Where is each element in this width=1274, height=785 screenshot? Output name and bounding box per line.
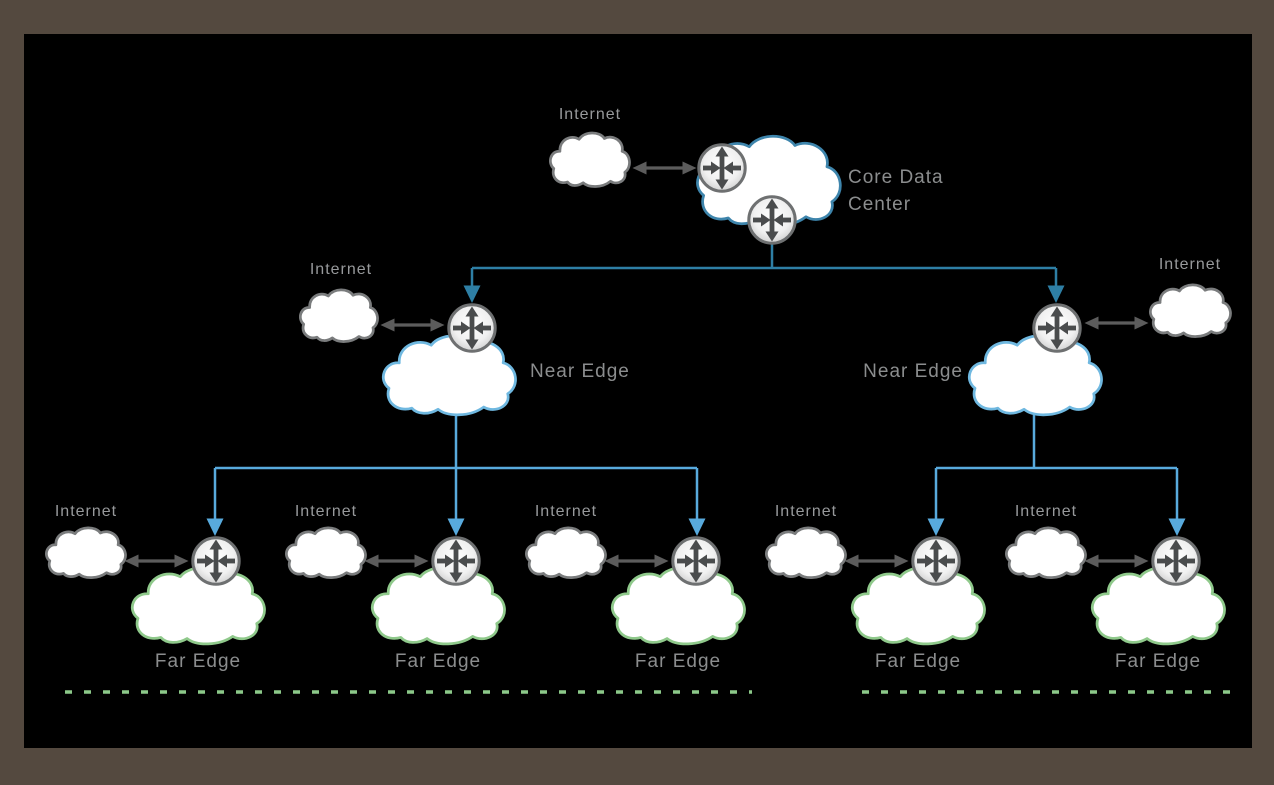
internet-cloud-icon xyxy=(525,526,607,579)
core-label-line2: Center xyxy=(848,194,912,215)
internet-label: Internet xyxy=(558,106,622,123)
down-arrow-icon xyxy=(927,518,945,536)
near-edge-label: Near Edge xyxy=(863,361,963,382)
far-edge-label: Far Edge xyxy=(634,651,722,672)
core-label-line1: Core Data xyxy=(848,167,944,188)
bidirectional-arrow-icon xyxy=(631,158,698,178)
internet-label: Internet xyxy=(54,503,118,520)
internet-cloud-icon xyxy=(299,288,379,343)
internet-label: Internet xyxy=(774,503,838,520)
far-edge-label: Far Edge xyxy=(394,651,482,672)
router-icon xyxy=(696,142,748,194)
down-arrow-icon xyxy=(447,518,465,536)
bidirectional-arrow-icon xyxy=(363,551,430,571)
router-icon xyxy=(1031,302,1083,354)
internet-label: Internet xyxy=(309,261,373,278)
internet-cloud-icon xyxy=(765,526,847,579)
router-icon xyxy=(446,302,498,354)
far-edge-label: Far Edge xyxy=(1114,651,1202,672)
internet-label: Internet xyxy=(1158,256,1222,273)
internet-cloud-icon xyxy=(285,526,367,579)
internet-label: Internet xyxy=(1014,503,1078,520)
router-icon xyxy=(670,535,722,587)
internet-label: Internet xyxy=(534,503,598,520)
near-edge-label: Near Edge xyxy=(530,361,630,382)
down-arrow-icon xyxy=(1047,285,1065,303)
down-arrow-icon xyxy=(688,518,706,536)
internet-cloud-icon xyxy=(549,131,631,188)
down-arrow-icon xyxy=(206,518,224,536)
router-icon xyxy=(746,194,798,246)
bidirectional-arrow-icon xyxy=(843,551,910,571)
internet-label: Internet xyxy=(294,503,358,520)
bidirectional-arrow-icon xyxy=(123,551,190,571)
internet-cloud-icon xyxy=(45,526,127,579)
internet-cloud-icon xyxy=(1005,526,1087,579)
bidirectional-arrow-icon xyxy=(1083,313,1150,333)
router-icon xyxy=(910,535,962,587)
down-arrow-icon xyxy=(463,285,481,303)
core-data-center-label: Core Data Center xyxy=(848,164,944,218)
far-edge-label: Far Edge xyxy=(154,651,242,672)
internet-cloud-icon xyxy=(1149,283,1232,338)
down-arrow-icon xyxy=(1168,518,1186,536)
router-icon xyxy=(430,535,482,587)
bidirectional-arrow-icon xyxy=(379,315,446,335)
router-icon xyxy=(190,535,242,587)
far-edge-label: Far Edge xyxy=(874,651,962,672)
bidirectional-arrow-icon xyxy=(1083,551,1150,571)
bidirectional-arrow-icon xyxy=(603,551,670,571)
router-icon xyxy=(1150,535,1202,587)
